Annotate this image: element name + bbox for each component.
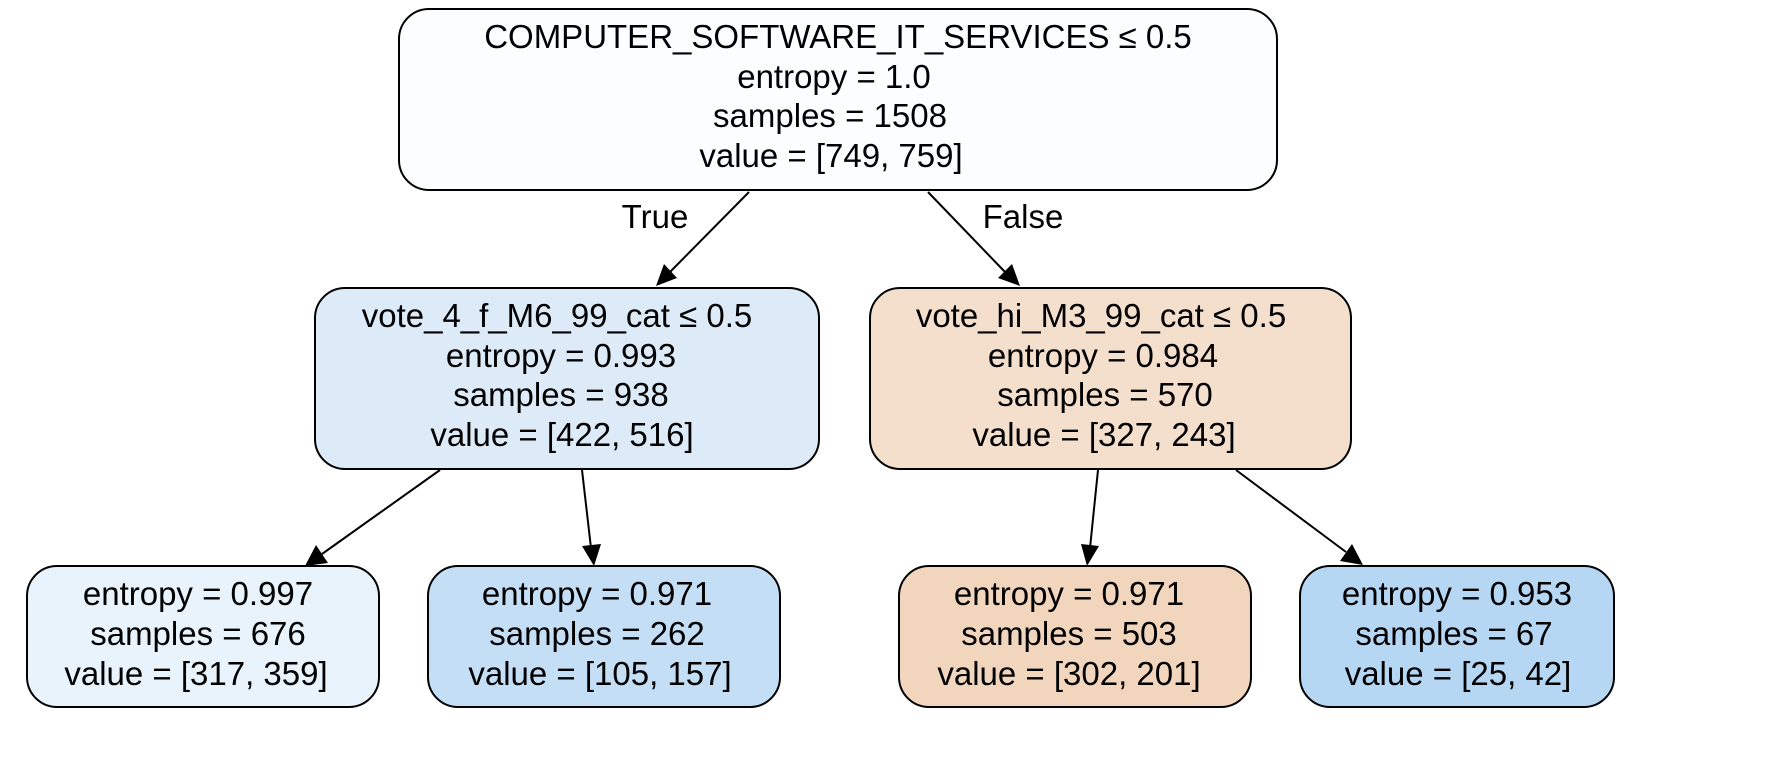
node-entropy: entropy = 0.993 bbox=[446, 337, 676, 374]
arrowhead-icon bbox=[998, 264, 1020, 286]
node-value: value = [105, 157] bbox=[468, 655, 731, 692]
node-entropy: entropy = 0.953 bbox=[1342, 575, 1572, 612]
edge-right-rightleft bbox=[1081, 469, 1099, 566]
arrowhead-icon bbox=[656, 264, 677, 286]
node-entropy: entropy = 0.997 bbox=[83, 575, 313, 612]
node-entropy: entropy = 0.971 bbox=[954, 575, 1184, 612]
node-samples: samples = 570 bbox=[997, 376, 1213, 413]
node-split-condition: vote_4_f_M6_99_cat ≤ 0.5 bbox=[362, 297, 753, 334]
node-samples: samples = 503 bbox=[961, 615, 1177, 652]
node-split-condition: COMPUTER_SOFTWARE_IT_SERVICES ≤ 0.5 bbox=[484, 18, 1192, 55]
node-value: value = [317, 359] bbox=[64, 655, 327, 692]
node-samples: samples = 676 bbox=[90, 615, 306, 652]
node-samples: samples = 938 bbox=[453, 376, 669, 413]
edge-label-true: True bbox=[622, 198, 689, 235]
tree-node-right-right: entropy = 0.953 samples = 67 value = [25… bbox=[1299, 565, 1615, 708]
edge-root-left: True bbox=[622, 191, 750, 286]
node-samples: samples = 1508 bbox=[713, 97, 947, 134]
edge-root-right: False bbox=[927, 191, 1064, 286]
tree-node-left-right: entropy = 0.971 samples = 262 value = [1… bbox=[427, 565, 781, 708]
node-entropy: entropy = 0.971 bbox=[482, 575, 712, 612]
node-value: value = [302, 201] bbox=[937, 655, 1200, 692]
node-split-condition: vote_hi_M3_99_cat ≤ 0.5 bbox=[916, 297, 1286, 334]
edge-left-leftleft bbox=[305, 469, 441, 566]
arrowhead-icon bbox=[1340, 544, 1363, 565]
node-samples: samples = 67 bbox=[1355, 615, 1552, 652]
node-box bbox=[898, 565, 1252, 708]
edge-right-rightright bbox=[1235, 469, 1363, 565]
node-value: value = [327, 243] bbox=[972, 416, 1235, 453]
tree-node-root: COMPUTER_SOFTWARE_IT_SERVICES ≤ 0.5 entr… bbox=[398, 8, 1278, 191]
node-value: value = [422, 516] bbox=[430, 416, 693, 453]
node-value: value = [25, 42] bbox=[1345, 655, 1572, 692]
node-box bbox=[314, 287, 820, 470]
node-box bbox=[869, 287, 1352, 470]
tree-node-left: vote_4_f_M6_99_cat ≤ 0.5 entropy = 0.993… bbox=[314, 287, 820, 470]
node-value: value = [749, 759] bbox=[699, 137, 962, 174]
tree-node-right: vote_hi_M3_99_cat ≤ 0.5 entropy = 0.984 … bbox=[869, 287, 1352, 470]
arrowhead-icon bbox=[582, 544, 601, 566]
node-box bbox=[1299, 565, 1615, 708]
node-entropy: entropy = 1.0 bbox=[737, 58, 931, 95]
tree-node-right-left: entropy = 0.971 samples = 503 value = [3… bbox=[898, 565, 1252, 708]
edges: True False bbox=[305, 191, 1363, 566]
arrowhead-icon bbox=[305, 545, 328, 566]
arrowhead-icon bbox=[1081, 544, 1099, 566]
node-samples: samples = 262 bbox=[489, 615, 705, 652]
node-box bbox=[26, 565, 380, 708]
edge-label-false: False bbox=[983, 198, 1064, 235]
node-entropy: entropy = 0.984 bbox=[988, 337, 1218, 374]
tree-node-left-left: entropy = 0.997 samples = 676 value = [3… bbox=[26, 565, 380, 708]
edge-left-leftright bbox=[581, 469, 601, 566]
node-box bbox=[427, 565, 781, 708]
node-box bbox=[398, 8, 1278, 191]
